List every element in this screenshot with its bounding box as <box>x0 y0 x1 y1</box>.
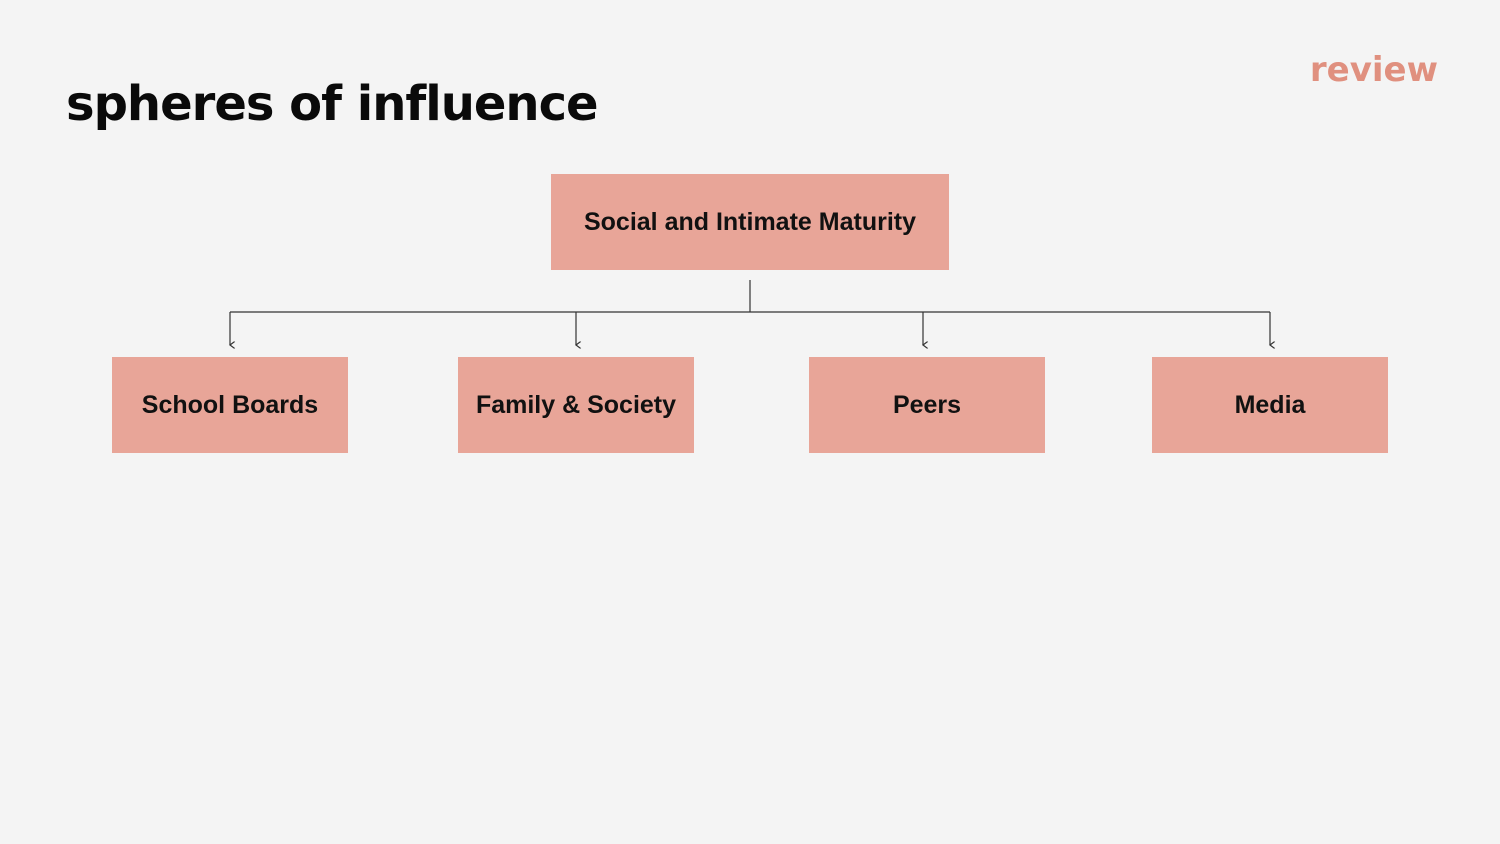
child-node-media: Media <box>1152 357 1388 453</box>
page-title: spheres of influence <box>66 76 599 132</box>
review-tag: review <box>1309 50 1438 90</box>
root-node-label: Social and Intimate Maturity <box>583 207 916 236</box>
child-node-label: Media <box>1234 390 1306 419</box>
child-node-peers: Peers <box>809 357 1045 453</box>
child-node-label: Peers <box>892 390 962 419</box>
child-node-family-society: Family & Society <box>458 357 694 453</box>
child-node-school-boards: School Boards <box>112 357 348 453</box>
root-node: Social and Intimate Maturity <box>551 174 949 270</box>
child-node-label: School Boards <box>141 390 319 419</box>
child-node-label: Family & Society <box>475 390 677 419</box>
